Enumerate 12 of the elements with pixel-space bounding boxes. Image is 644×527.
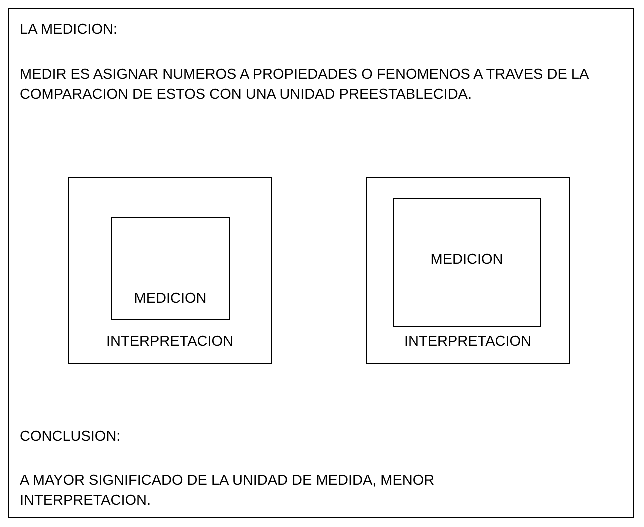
outline-box <box>366 177 570 364</box>
heading: LA MEDICION: <box>20 21 118 40</box>
definition-paragraph: MEDIR ES ASIGNAR NUMEROS A PROPIEDADES O FENOMENOS A TRAVES DE LA COMPARACION DE ESTOS CON UNA UNIDAD PREESTABLECIDA. <box>20 66 590 105</box>
box-label: INTERPRETACION <box>106 333 234 351</box>
heading: CONCLUSION: <box>20 428 122 447</box>
outline-box <box>393 198 541 327</box>
outline-box <box>68 177 272 364</box>
box-label: INTERPRETACION <box>404 333 532 351</box>
conclusion-paragraph: A MAYOR SIGNIFICADO DE LA UNIDAD DE MEDIDA, MENOR INTERPRETACION. <box>20 472 436 511</box>
outline-box <box>111 217 230 320</box>
box-label: MEDICION <box>134 290 207 308</box>
box-label: MEDICION <box>430 251 504 269</box>
